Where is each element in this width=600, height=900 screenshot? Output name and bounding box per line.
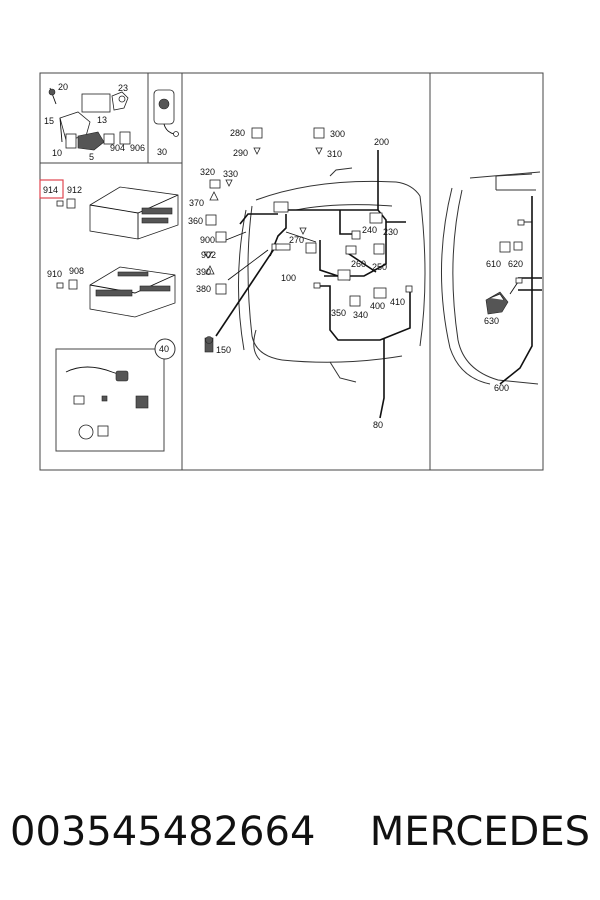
callout-912: 912: [67, 185, 82, 195]
highlight-box-914: [39, 179, 64, 199]
control-unit-upper: [56, 186, 179, 240]
callout-100: 100: [281, 273, 296, 283]
part-number: 003545482664: [10, 809, 316, 855]
callout-900: 900: [200, 235, 215, 245]
callout-290: 290: [233, 148, 248, 158]
callout-610: 610: [486, 259, 501, 269]
control-unit-lower: [56, 266, 176, 318]
callout-350: 350: [331, 308, 346, 318]
callout-5: 5: [89, 152, 94, 162]
callout-340: 340: [353, 310, 368, 320]
vehicle-outline: [238, 167, 426, 383]
callout-250: 250: [372, 262, 387, 272]
callout-910: 910: [47, 269, 62, 279]
callout-620: 620: [508, 259, 523, 269]
callout-260: 260: [351, 259, 366, 269]
kit-40-box: [55, 348, 165, 452]
callout-30: 30: [157, 147, 167, 157]
callout-390: 390: [196, 267, 211, 277]
callout-10: 10: [52, 148, 62, 158]
part-30-sensor: [153, 89, 179, 137]
callout-23: 23: [118, 83, 128, 93]
callout-906: 906: [130, 143, 145, 153]
callout-20: 20: [58, 82, 68, 92]
callout-310: 310: [327, 149, 342, 159]
diagram-frame: [39, 72, 544, 471]
callout-410: 410: [390, 297, 405, 307]
callout-320: 320: [200, 167, 215, 177]
callout-300: 300: [330, 129, 345, 139]
parts-group-brackets: [48, 87, 131, 151]
wiring-harness-200: [278, 150, 411, 419]
connectors: [203, 127, 413, 353]
wiring-harness-600: [485, 196, 542, 385]
callout-904: 904: [110, 143, 125, 153]
wiring-diagram: 20 23 15 13 10 5 904 906 30 914 912 910 …: [39, 72, 544, 471]
callout-40: 40: [159, 344, 169, 354]
callout-400: 400: [370, 301, 385, 311]
wiring-harness-100: [215, 213, 317, 337]
callout-15: 15: [44, 116, 54, 126]
kit-40-parts: [65, 366, 149, 440]
callout-380: 380: [196, 284, 211, 294]
callout-270: 270: [289, 235, 304, 245]
callout-370: 370: [189, 198, 204, 208]
callout-902: 902: [201, 250, 216, 260]
footer-caption: 003545482664 MERCEDES: [10, 804, 590, 860]
callout-280: 280: [230, 128, 245, 138]
vehicle-side-view: [440, 171, 541, 385]
callout-630: 630: [484, 316, 499, 326]
callout-600: 600: [494, 383, 509, 393]
callout-13: 13: [97, 115, 107, 125]
brand-name: MERCEDES: [369, 809, 590, 855]
callout-908: 908: [69, 266, 84, 276]
callout-80: 80: [373, 420, 383, 430]
callout-150: 150: [216, 345, 231, 355]
callout-330: 330: [223, 169, 238, 179]
callout-914: 914: [43, 185, 58, 195]
callout-360: 360: [188, 216, 203, 226]
callout-200: 200: [374, 137, 389, 147]
kit-40-circle: [154, 338, 176, 360]
callout-240: 240: [362, 225, 377, 235]
callout-230: 230: [383, 227, 398, 237]
